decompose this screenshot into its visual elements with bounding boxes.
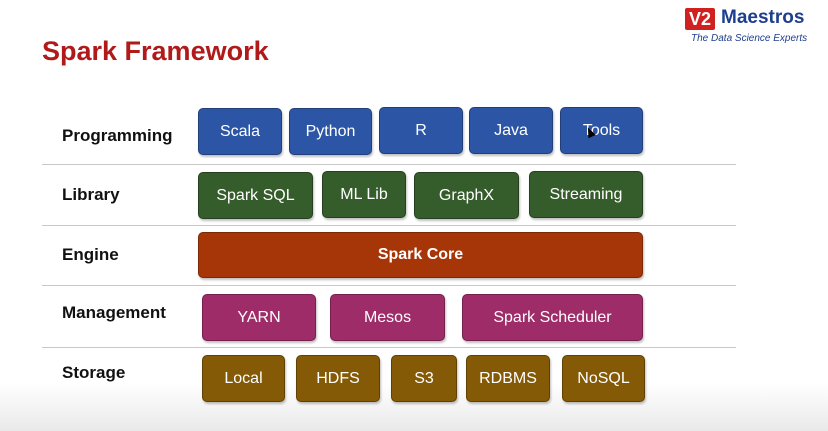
row-divider xyxy=(42,225,736,226)
logo: V2 Maestros The Data Science Experts xyxy=(685,7,823,47)
box-ml-lib: ML Lib xyxy=(322,171,406,218)
box-rdbms: RDBMS xyxy=(466,355,550,402)
logo-wordmark: Maestros xyxy=(721,7,805,28)
box-java: Java xyxy=(469,107,553,154)
row-divider xyxy=(42,164,736,165)
slide-title: Spark Framework xyxy=(42,36,269,66)
logo-badge: V2 xyxy=(685,8,715,30)
box-python: Python xyxy=(289,108,372,155)
box-graphx: GraphX xyxy=(414,172,519,219)
row-divider xyxy=(42,347,736,348)
row-label-programming: Programming xyxy=(62,126,173,145)
row-divider xyxy=(42,285,736,286)
row-label-engine: Engine xyxy=(62,245,119,264)
box-mesos: Mesos xyxy=(330,294,445,341)
box-spark-sql: Spark SQL xyxy=(198,172,313,219)
row-label-storage: Storage xyxy=(62,363,126,382)
box-spark-core: Spark Core xyxy=(198,232,643,278)
box-scala: Scala xyxy=(198,108,282,155)
row-label-library: Library xyxy=(62,185,120,204)
row-label-management: Management xyxy=(62,303,166,322)
box-s3: S3 xyxy=(391,355,457,402)
logo-tagline: The Data Science Experts xyxy=(691,33,808,44)
box-hdfs: HDFS xyxy=(296,355,380,402)
box-r: R xyxy=(379,107,463,154)
box-tools: Tools xyxy=(560,107,643,154)
box-spark-scheduler: Spark Scheduler xyxy=(462,294,643,341)
box-nosql: NoSQL xyxy=(562,355,645,402)
box-streaming: Streaming xyxy=(529,171,643,218)
box-yarn: YARN xyxy=(202,294,316,341)
box-local: Local xyxy=(202,355,285,402)
